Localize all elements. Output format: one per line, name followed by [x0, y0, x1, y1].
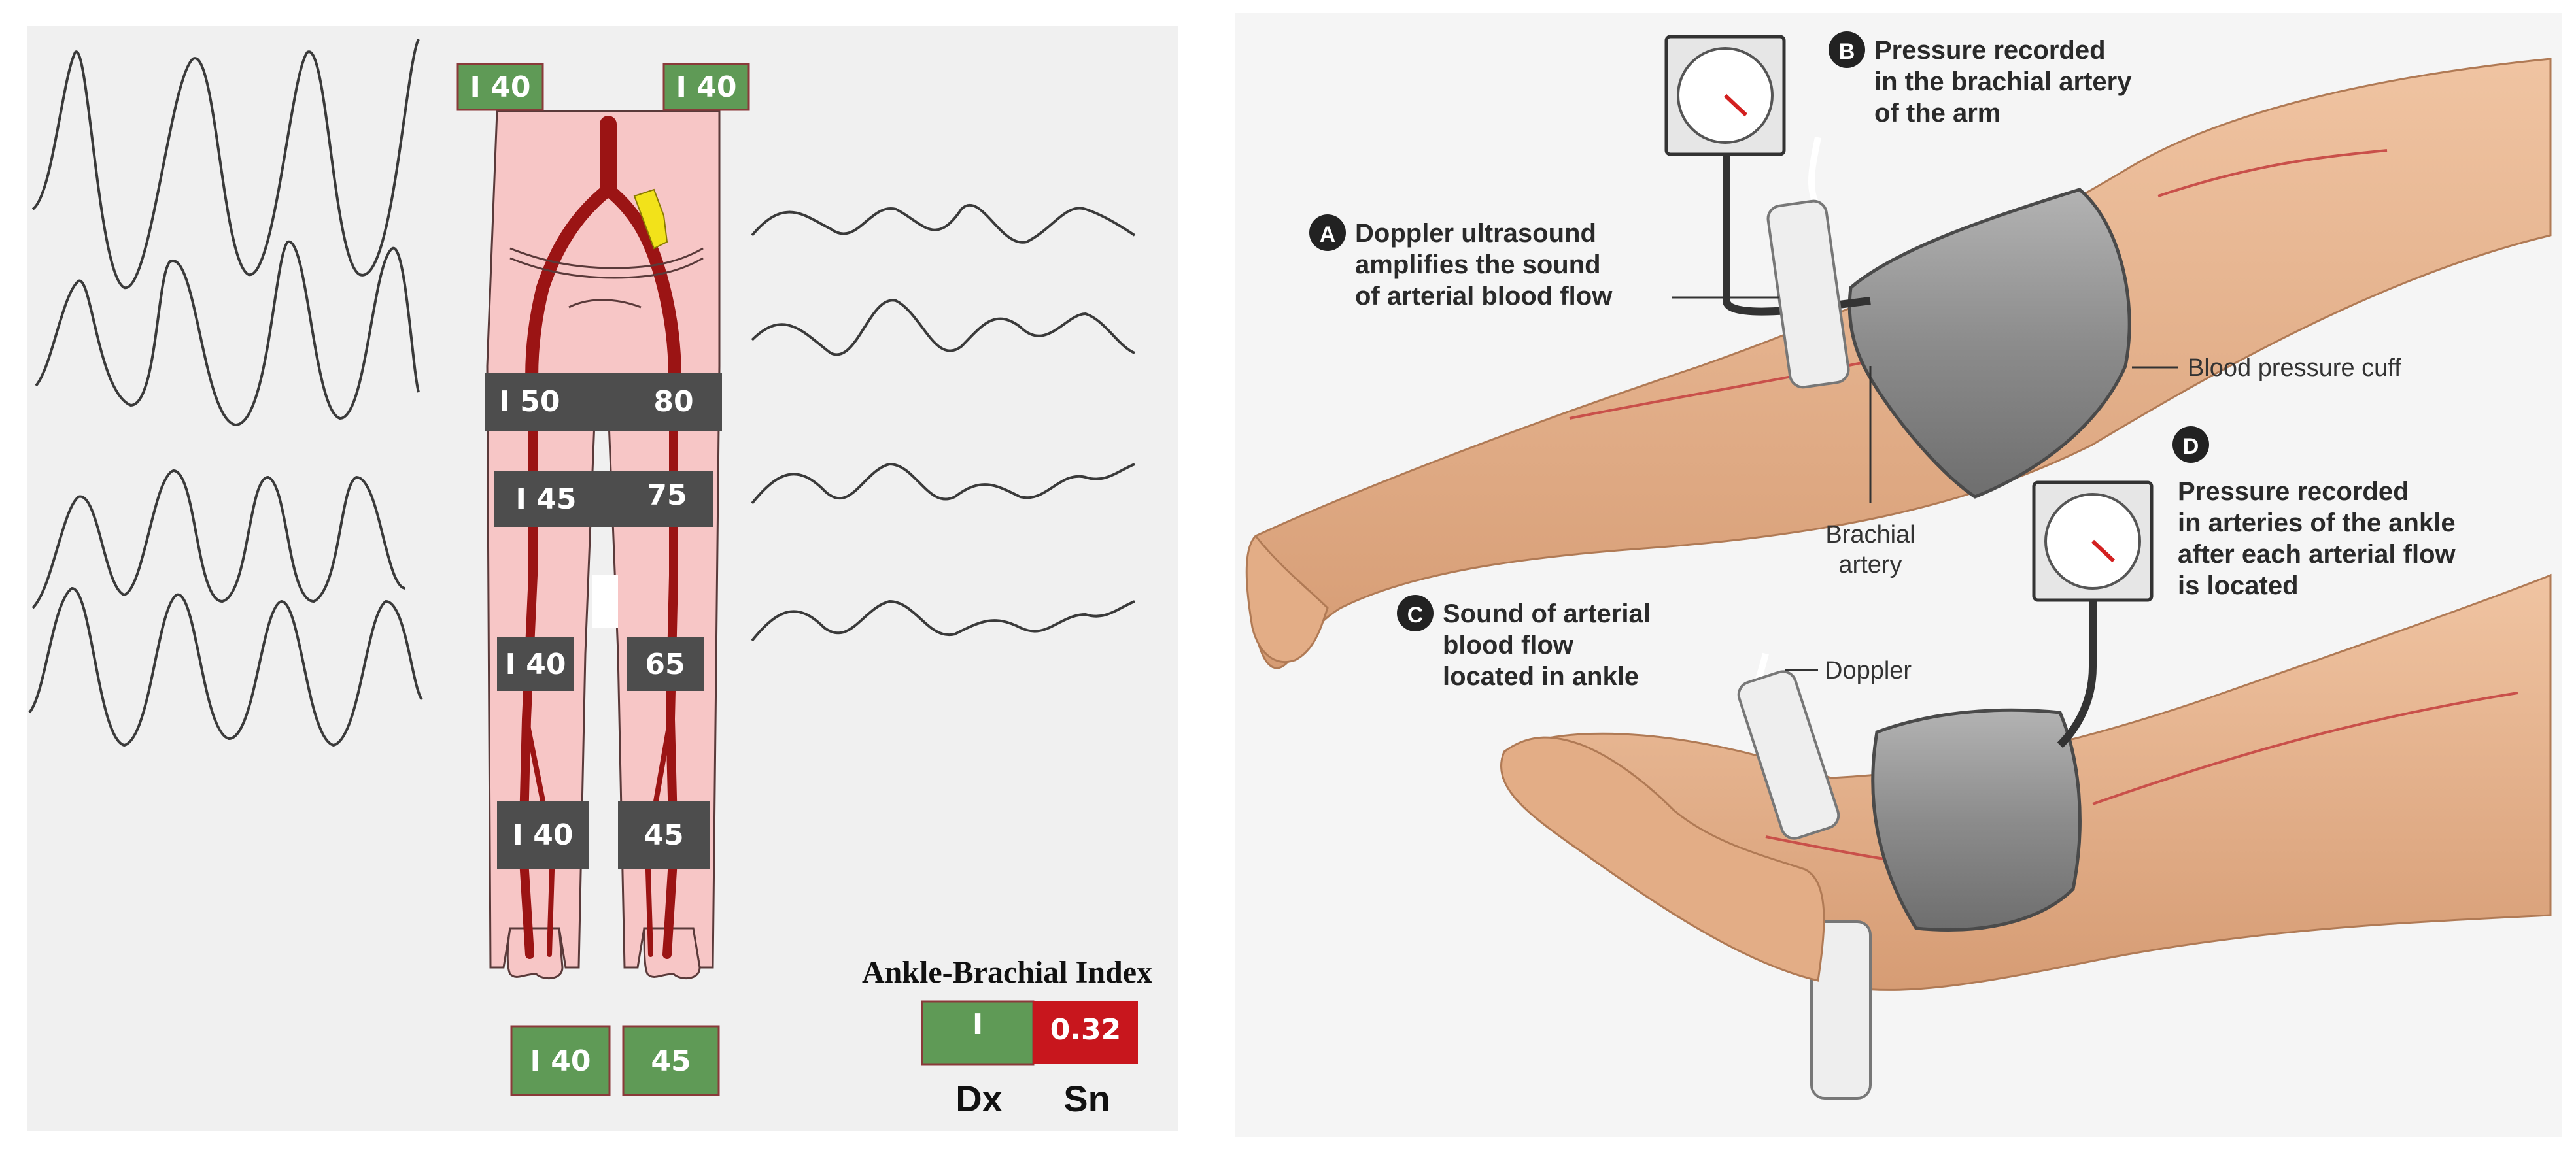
hand	[1245, 534, 1329, 663]
abi-dx-label: Dx	[955, 1078, 1003, 1119]
callout-d-line-3: after each arterial flow	[2178, 540, 2456, 569]
cuff-reading-thigh-high-left: 80	[653, 385, 693, 418]
waveform-right-1	[751, 203, 1136, 244]
doppler-probe-foot	[1737, 670, 1840, 840]
cuff-reading-ankle-right: I 40	[513, 818, 574, 852]
cuff-thigh-low	[494, 471, 713, 527]
brachial-value-left: I 40	[676, 71, 737, 104]
callout-a-line-2: amplifies the sound	[1355, 250, 1601, 279]
abi-title: Ankle-Brachial Index	[862, 955, 1152, 990]
callout-c-line-3: located in ankle	[1443, 662, 1639, 691]
gauge-ankle	[2032, 480, 2154, 748]
cuff-ankle-left	[618, 801, 710, 869]
doppler-probe-bottom	[1810, 920, 1872, 1100]
arm-cuff	[1847, 188, 2131, 499]
cuff-reading-calf-right: I 40	[506, 648, 566, 681]
callout-a-letter: A	[1320, 222, 1336, 247]
cuff-reading-ankle-left: 45	[644, 818, 683, 852]
abi-sn-value: 0.32	[1050, 1013, 1122, 1047]
left-iliac-artery	[602, 183, 681, 412]
callout-d-badge	[2172, 426, 2209, 463]
waveform-right-3	[751, 462, 1135, 505]
brachial-box-left	[662, 63, 750, 111]
cuff-ankle-right	[497, 801, 589, 869]
right-cuffs	[1847, 188, 2131, 932]
right-iliac-artery	[525, 183, 615, 412]
callout-b-line-3: of the arm	[1874, 99, 2001, 127]
left-panel: I 50 80 I 45 75 I 40 65 I 40 45 I 40 I 4…	[27, 26, 1178, 1131]
callout-a-line-3: of arterial blood flow	[1355, 282, 1613, 311]
cuff-calf-left	[627, 637, 704, 691]
right-panel: A Doppler ultrasound amplifies the sound…	[1235, 13, 2562, 1137]
callout-c-letter: C	[1407, 603, 1424, 628]
waveforms-left	[28, 39, 423, 747]
callout-c-line-2: blood flow	[1443, 631, 1574, 660]
callout-d-letter: D	[2183, 434, 2199, 459]
callout-d: D Pressure recorded in arteries of the a…	[2172, 426, 2456, 600]
gauge-arm-needle	[1723, 93, 1748, 117]
waveform-right-4	[751, 599, 1135, 642]
callout-a-badge	[1309, 214, 1346, 251]
callout-d-line-4: is located	[2178, 571, 2299, 600]
callout-d-line-1: Pressure recorded	[2178, 477, 2409, 506]
waveform-left-2	[35, 240, 420, 427]
cuffs	[485, 373, 722, 869]
callout-b-line-1: Pressure recorded	[1874, 36, 2106, 65]
doppler-probes	[1737, 137, 1872, 1100]
brachial-label-line-1: Brachial	[1825, 521, 1915, 548]
callout-d-line-2: in arteries of the ankle	[2178, 509, 2456, 537]
callout-a-line-1: Doppler ultrasound	[1355, 219, 1596, 248]
plaque-blockage	[633, 188, 668, 250]
brachial-value-right: I 40	[470, 71, 531, 104]
cuff-reading-calf-left: 65	[645, 648, 685, 681]
abi-group: Ankle-Brachial Index I 0.32 Dx Sn	[862, 955, 1152, 1119]
cuff-readings: I 50 80 I 45 75 I 40 65 I 40 45	[500, 385, 694, 852]
knee-gap	[592, 575, 618, 628]
bottom-value-left: 45	[651, 1045, 691, 1078]
callout-a: A Doppler ultrasound amplifies the sound…	[1309, 214, 1779, 311]
cuff-reading-thigh-high-right: I 50	[500, 385, 560, 418]
brachial-label-line-2: artery	[1838, 551, 1902, 579]
callout-c: C Sound of arterial blood flow located i…	[1397, 595, 1651, 691]
gauge-ankle-needle	[2091, 539, 2116, 563]
waveform-left-3	[31, 469, 406, 609]
callout-b-letter: B	[1839, 39, 1855, 64]
callout-b-badge	[1829, 31, 1865, 68]
bottom-value-right: I 40	[530, 1045, 591, 1078]
cuff-reading-thigh-low-right: I 45	[516, 482, 577, 516]
foot	[1500, 736, 1825, 982]
body-figure	[486, 110, 721, 980]
abi-sn-label: Sn	[1063, 1078, 1110, 1119]
plain-labels: Blood pressure cuff Brachial artery Dopp…	[1785, 354, 2401, 684]
callout-c-badge	[1397, 595, 1434, 631]
inguinal-lines	[509, 247, 704, 309]
brachial-box-right	[456, 63, 544, 111]
waveform-left-1	[31, 39, 420, 290]
bottom-box-left	[622, 1025, 720, 1096]
abi-sn-box	[1033, 1001, 1138, 1064]
waveforms-right	[751, 203, 1136, 642]
bottom-box-right	[510, 1025, 611, 1096]
gauge-ankle-tube	[2057, 600, 2097, 748]
cuff-thigh-high	[485, 373, 722, 431]
bottom-boxes: I 40 45	[510, 1025, 720, 1096]
cuff-reading-thigh-low-left: 75	[647, 479, 687, 512]
callout-b-line-2: in the brachial artery	[1874, 67, 2132, 96]
abi-dx-value: I	[972, 1008, 983, 1041]
callout-c-line-1: Sound of arterial	[1443, 599, 1651, 628]
left-foot	[643, 927, 701, 980]
callout-b: B Pressure recorded in the brachial arte…	[1829, 31, 2132, 127]
right-foot	[506, 927, 564, 980]
cuff-label: Blood pressure cuff	[2188, 354, 2401, 382]
doppler-label: Doppler	[1825, 657, 1912, 684]
brachial-boxes: I 40 I 40	[456, 63, 750, 111]
cuff-calf-right	[497, 637, 574, 691]
waveform-left-4	[28, 586, 423, 747]
waveform-right-2	[751, 299, 1135, 356]
doppler-probe-arm	[1766, 199, 1850, 389]
leg-cuff	[1871, 708, 2082, 932]
